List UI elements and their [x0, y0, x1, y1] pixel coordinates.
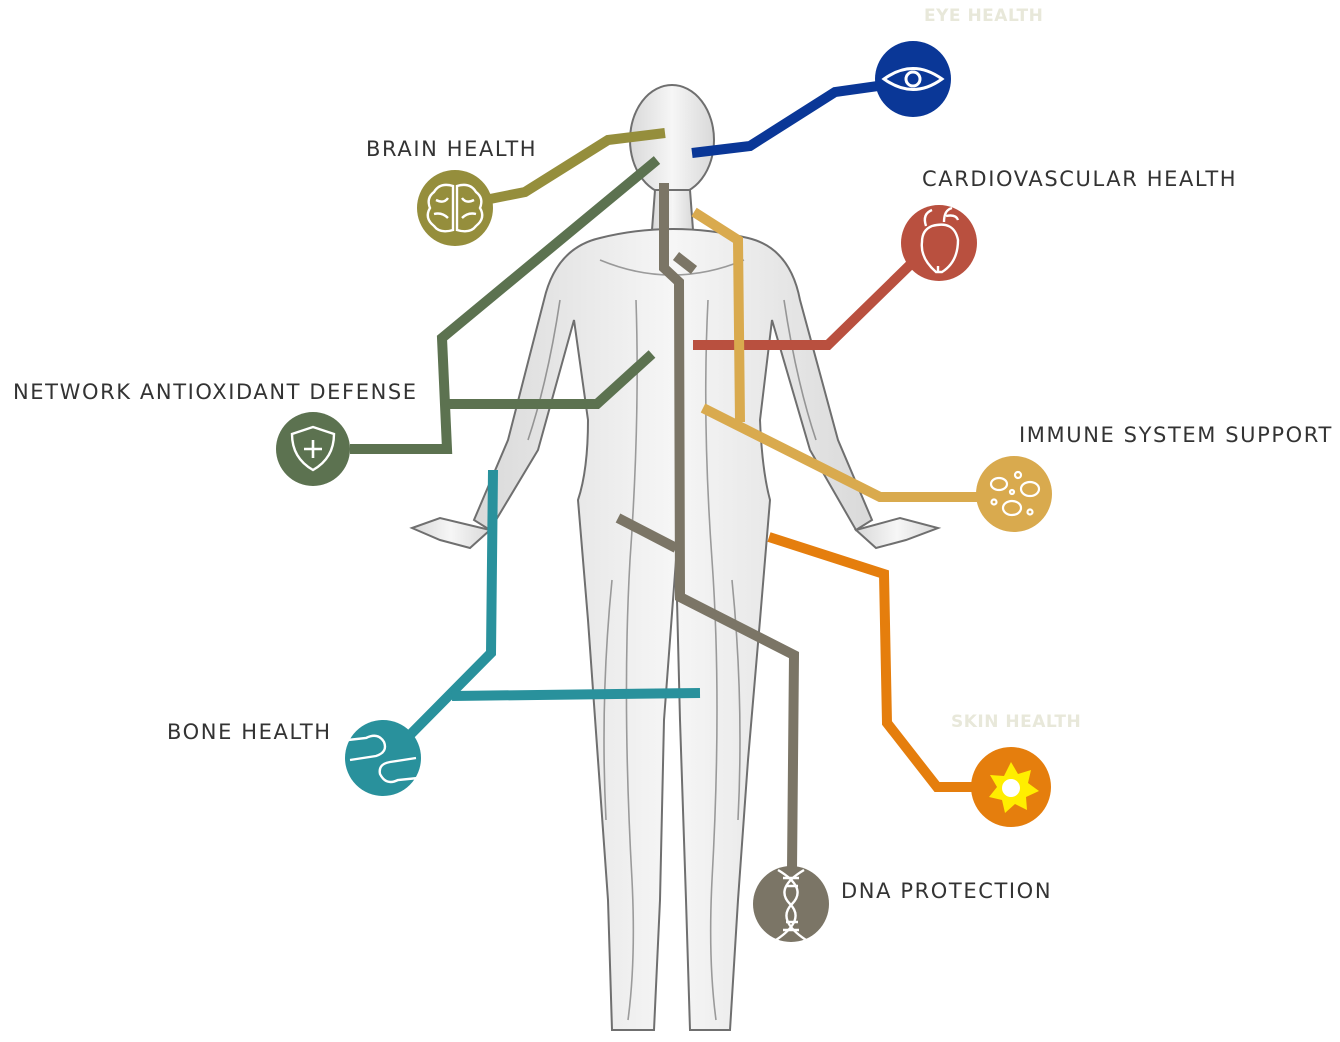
heart-icon — [901, 205, 977, 281]
eye-health-label: EYE HEALTH — [924, 6, 1043, 26]
bone-connector-line-horizontal — [452, 693, 700, 696]
shield-plus-icon — [276, 412, 350, 486]
sun-icon — [971, 747, 1051, 827]
skin-health-label: SKIN HEALTH — [951, 712, 1081, 732]
brain-health-label: BRAIN HEALTH — [366, 137, 537, 161]
immune-system-support-label: IMMUNE SYSTEM SUPPORT — [1019, 423, 1333, 447]
eye-icon — [875, 41, 951, 117]
cardiovascular-health-label: CARDIOVASCULAR HEALTH — [922, 167, 1237, 191]
dna-protection-label: DNA PROTECTION — [841, 879, 1052, 903]
network-antioxidant-defense-label: NETWORK ANTIOXIDANT DEFENSE — [13, 380, 418, 404]
bone-health-label: BONE HEALTH — [167, 720, 332, 744]
brain-icon — [417, 170, 493, 246]
dna-icon — [753, 866, 829, 942]
cells-icon — [976, 456, 1052, 532]
joint-icon — [345, 720, 421, 796]
skin-connector-line — [769, 537, 972, 787]
eye-connector-line — [692, 86, 878, 153]
